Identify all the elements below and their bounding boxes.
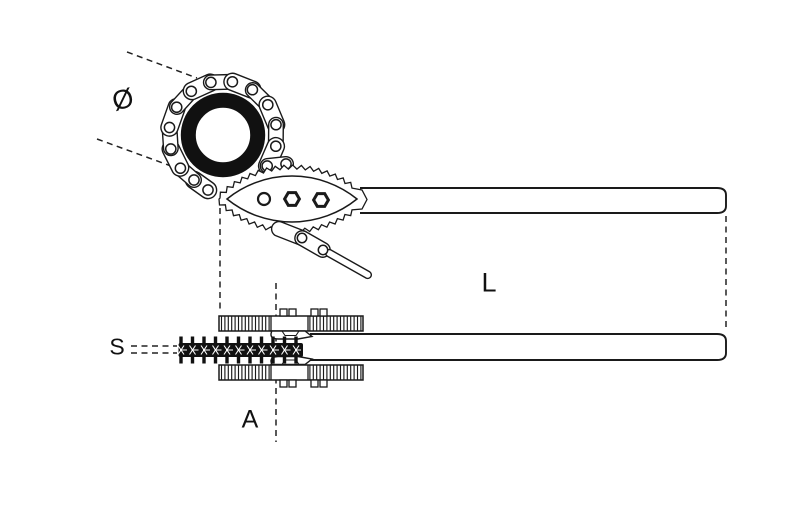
thickness-label: S <box>109 333 125 360</box>
pipe-cross-section <box>180 92 266 178</box>
chain-loop <box>160 72 295 200</box>
top-view <box>160 72 727 280</box>
width-label: A <box>241 405 259 434</box>
handle-top-view <box>360 187 727 214</box>
chain-tail-with-pin <box>270 220 372 280</box>
wrench-head-serrated <box>218 164 368 234</box>
handle-side-view <box>310 333 727 361</box>
side-view <box>177 308 727 388</box>
length-label: L <box>481 267 497 298</box>
chain-side-view <box>177 336 303 364</box>
